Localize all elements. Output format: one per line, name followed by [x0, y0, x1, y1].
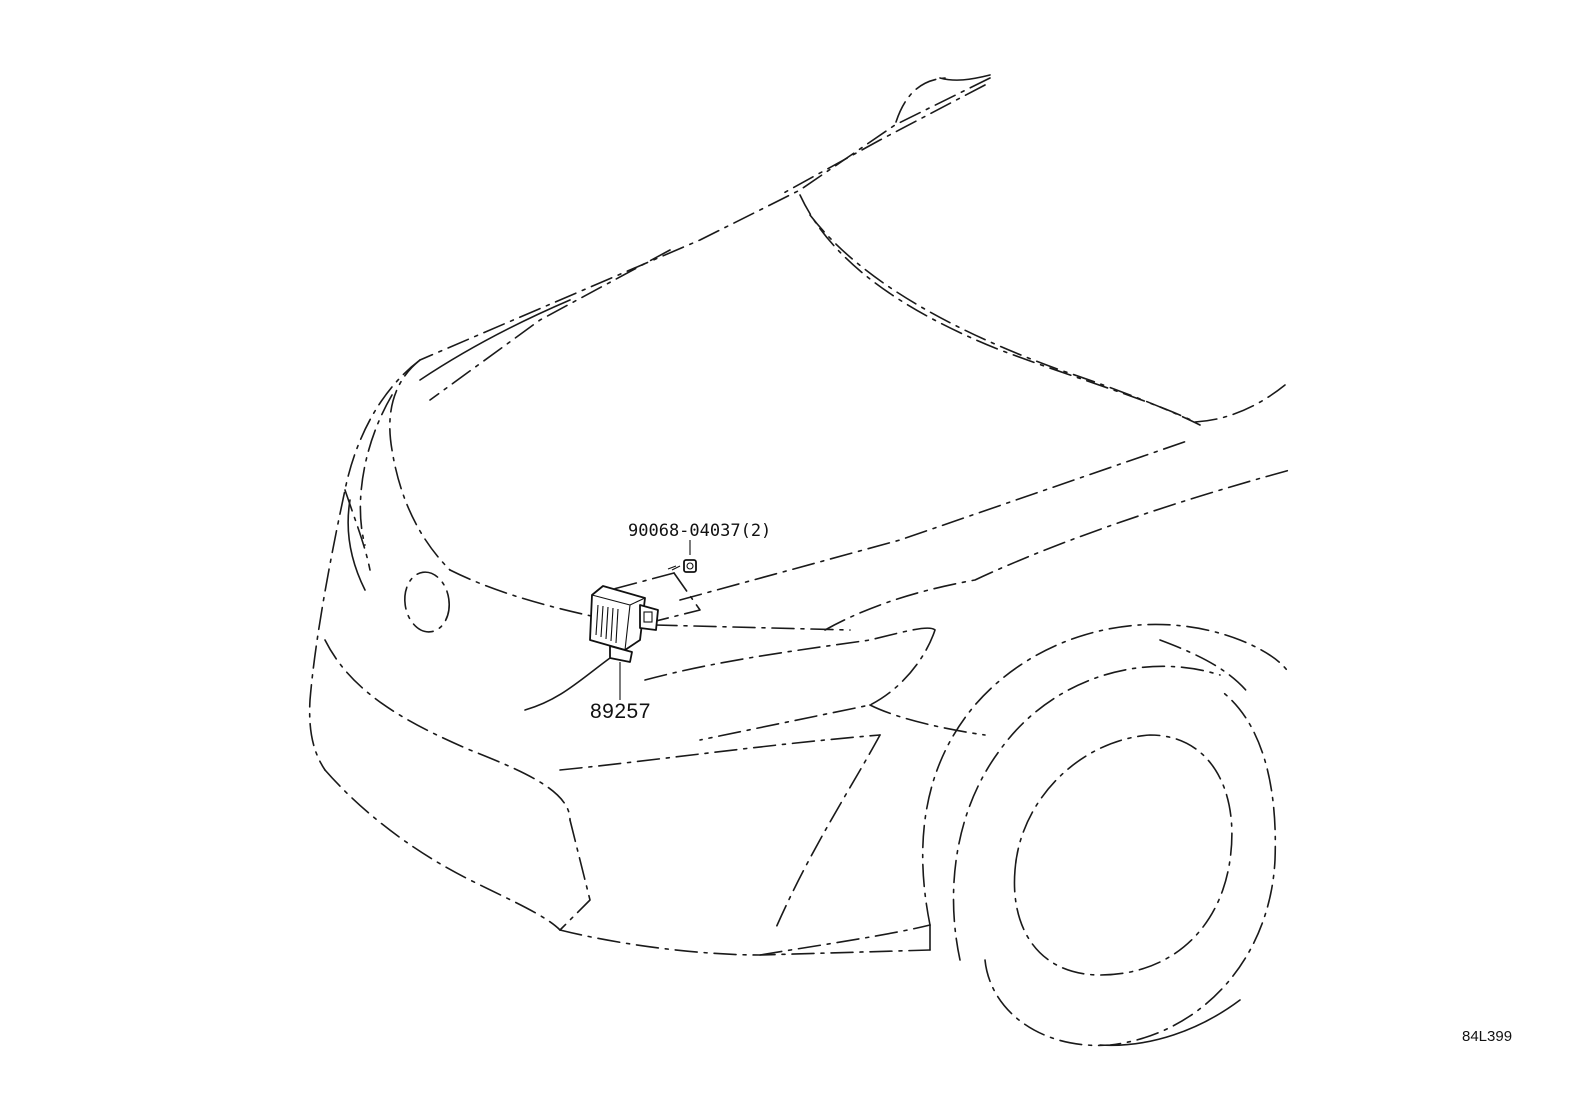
wire-harness	[524, 657, 611, 711]
bolt-part[interactable]: 90068-04037(2)	[628, 521, 771, 573]
assembly-guide-lines	[609, 572, 701, 626]
solid-accent-lines	[347, 74, 1241, 1047]
sensor-unit-icon	[589, 585, 659, 663]
sensor-part-number[interactable]: 89257	[590, 700, 651, 723]
figure-code: 84L399	[1462, 1028, 1512, 1045]
bolt-part-number[interactable]: 90068-04037(2)	[628, 521, 771, 541]
bolt-icon	[667, 559, 697, 573]
vehicle-outline	[308, 77, 1291, 1047]
sensor-part[interactable]: 89257	[589, 585, 659, 723]
